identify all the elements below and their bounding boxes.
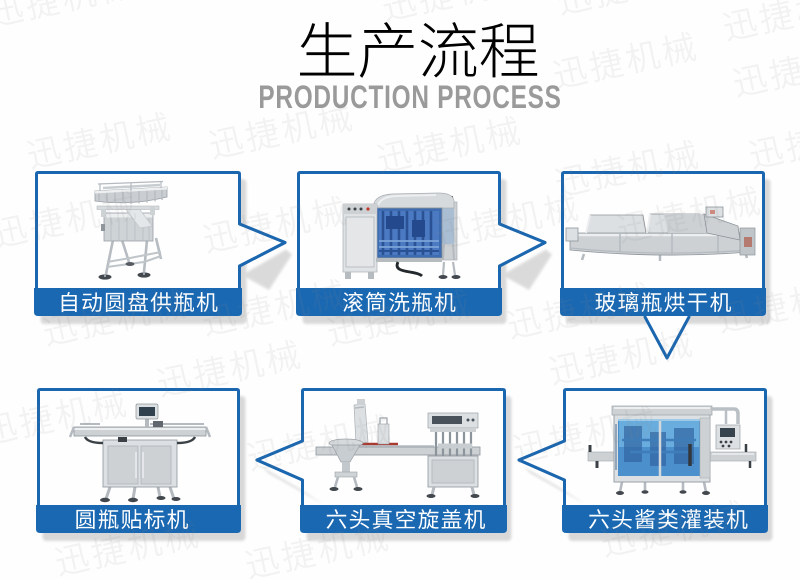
svg-text:PRODUCTION PROCESS: PRODUCTION PROCESS	[258, 80, 561, 116]
